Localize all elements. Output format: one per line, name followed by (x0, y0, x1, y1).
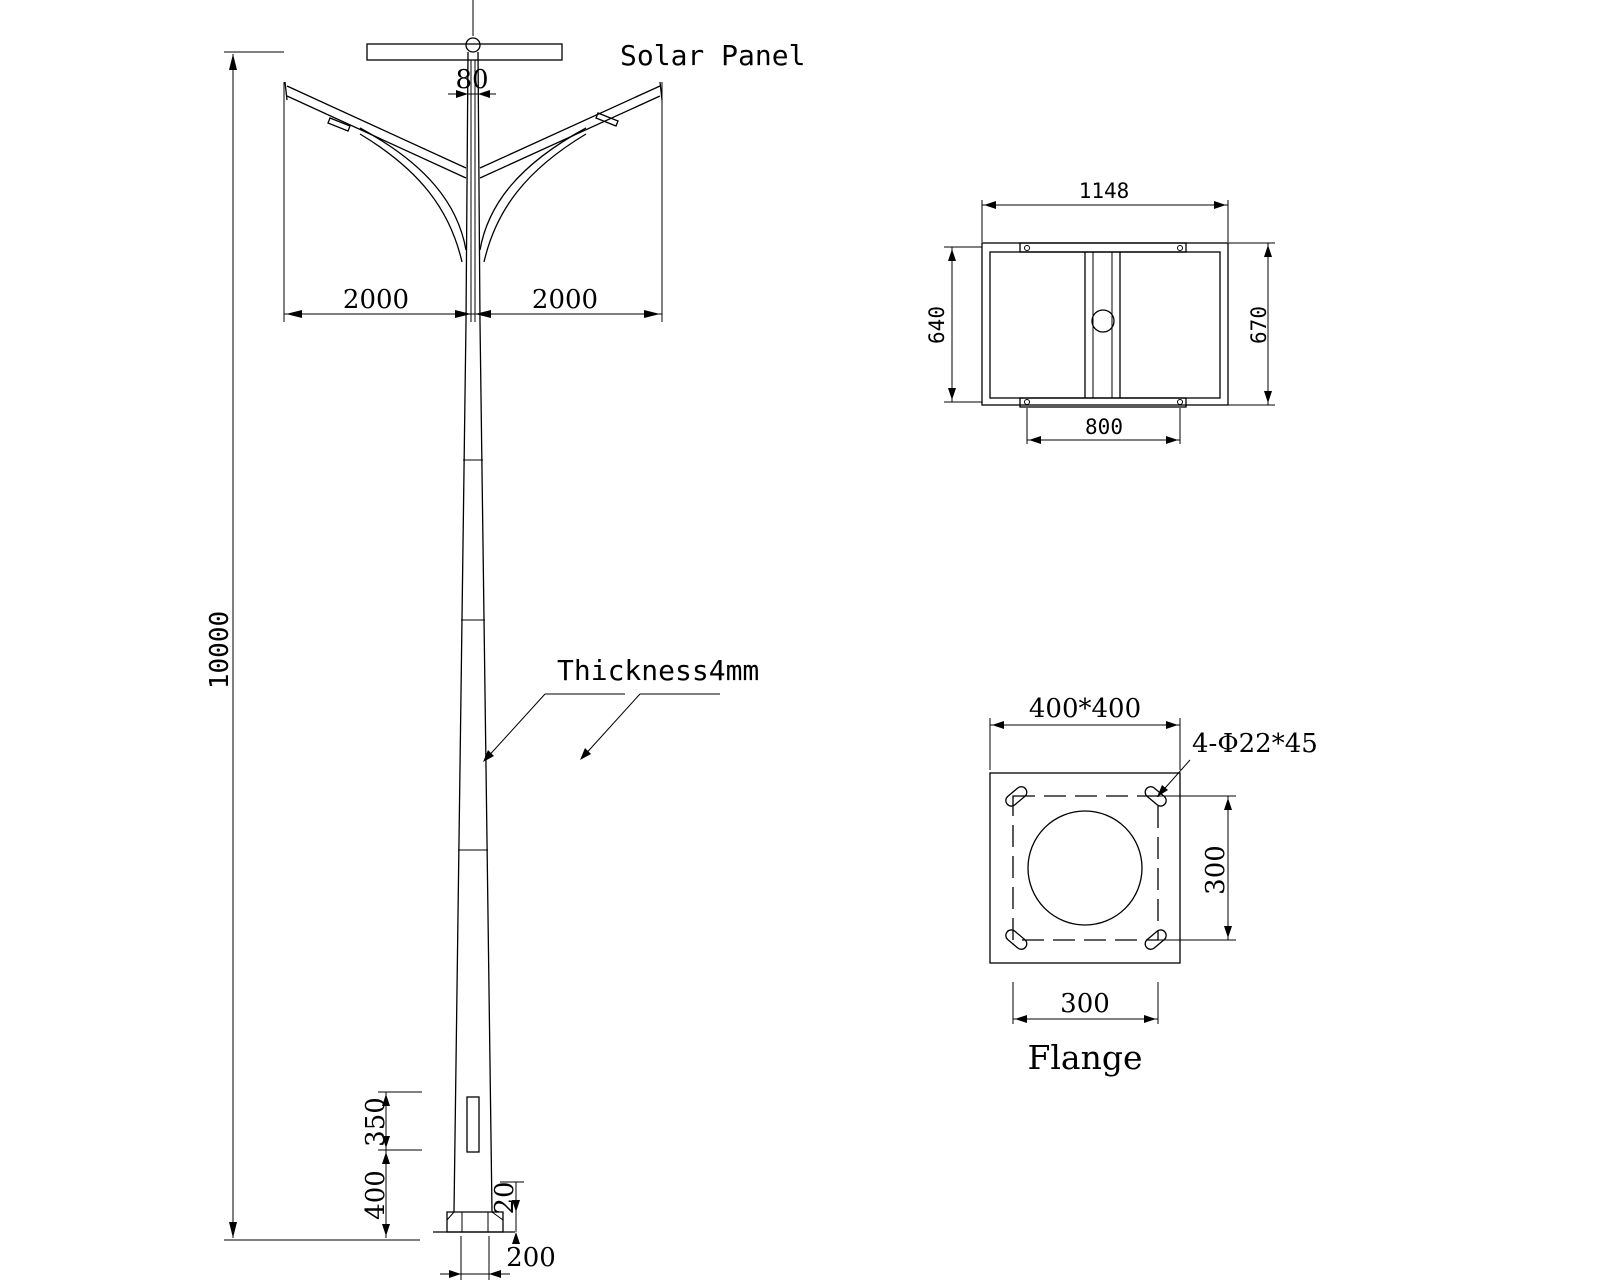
dim-flange-size: 400*400 (1029, 694, 1141, 724)
dim-panel-height-left: 640 (925, 306, 949, 344)
mount-rail-bottom (1019, 397, 1187, 408)
dim-door-base: 400 (361, 1170, 391, 1220)
lamp-head-right (595, 112, 619, 127)
dim-base-width: 200 (506, 1243, 556, 1273)
pole-door (466, 1096, 480, 1153)
dim-panel-height-right: 670 (1247, 306, 1271, 344)
dim-arm-left: 2000 (343, 285, 409, 315)
dim-door-height: 350 (361, 1097, 391, 1147)
dim-base-plate: 20 (490, 1181, 520, 1214)
panel-hub (1091, 309, 1115, 333)
dim-panel-width: 1148 (1079, 179, 1130, 203)
solar-panel-shape (366, 43, 563, 61)
dim-panel-mount: 800 (1085, 415, 1123, 439)
bolt-slot-icon (1005, 786, 1167, 950)
solar-panel-view (981, 242, 1229, 408)
dim-flange-bolt-h: 300 (1060, 989, 1110, 1019)
dim-flange-bolt-v: 300 (1201, 845, 1231, 895)
dim-pole-height: 10000 (205, 611, 235, 689)
solar-panel-dimensions: 1148 800 640 670 (925, 179, 1275, 444)
dim-arm-right: 2000 (532, 285, 598, 315)
pole-dimensions: 10000 2000 2000 80 350 400 20 (205, 51, 663, 1280)
label-thickness: Thickness4mm (557, 654, 759, 687)
dim-top-tube: 80 (455, 65, 488, 95)
mount-rail-top (1019, 242, 1187, 253)
pole-elevation (284, 0, 663, 1233)
pole-cap (465, 37, 481, 53)
flange-dimensions: 400*400 4-Φ22*45 300 300 Flange (989, 694, 1318, 1077)
flange-view (989, 772, 1181, 964)
pole-labels: Solar Panel Thickness4mm (483, 39, 805, 762)
lamp-head-left (327, 117, 351, 132)
dim-flange-holes: 4-Φ22*45 (1192, 729, 1318, 759)
bolt-circle (1012, 795, 1159, 941)
label-solar-panel: Solar Panel (620, 39, 805, 72)
flange-bore (1027, 810, 1143, 926)
label-flange: Flange (1027, 1038, 1142, 1077)
